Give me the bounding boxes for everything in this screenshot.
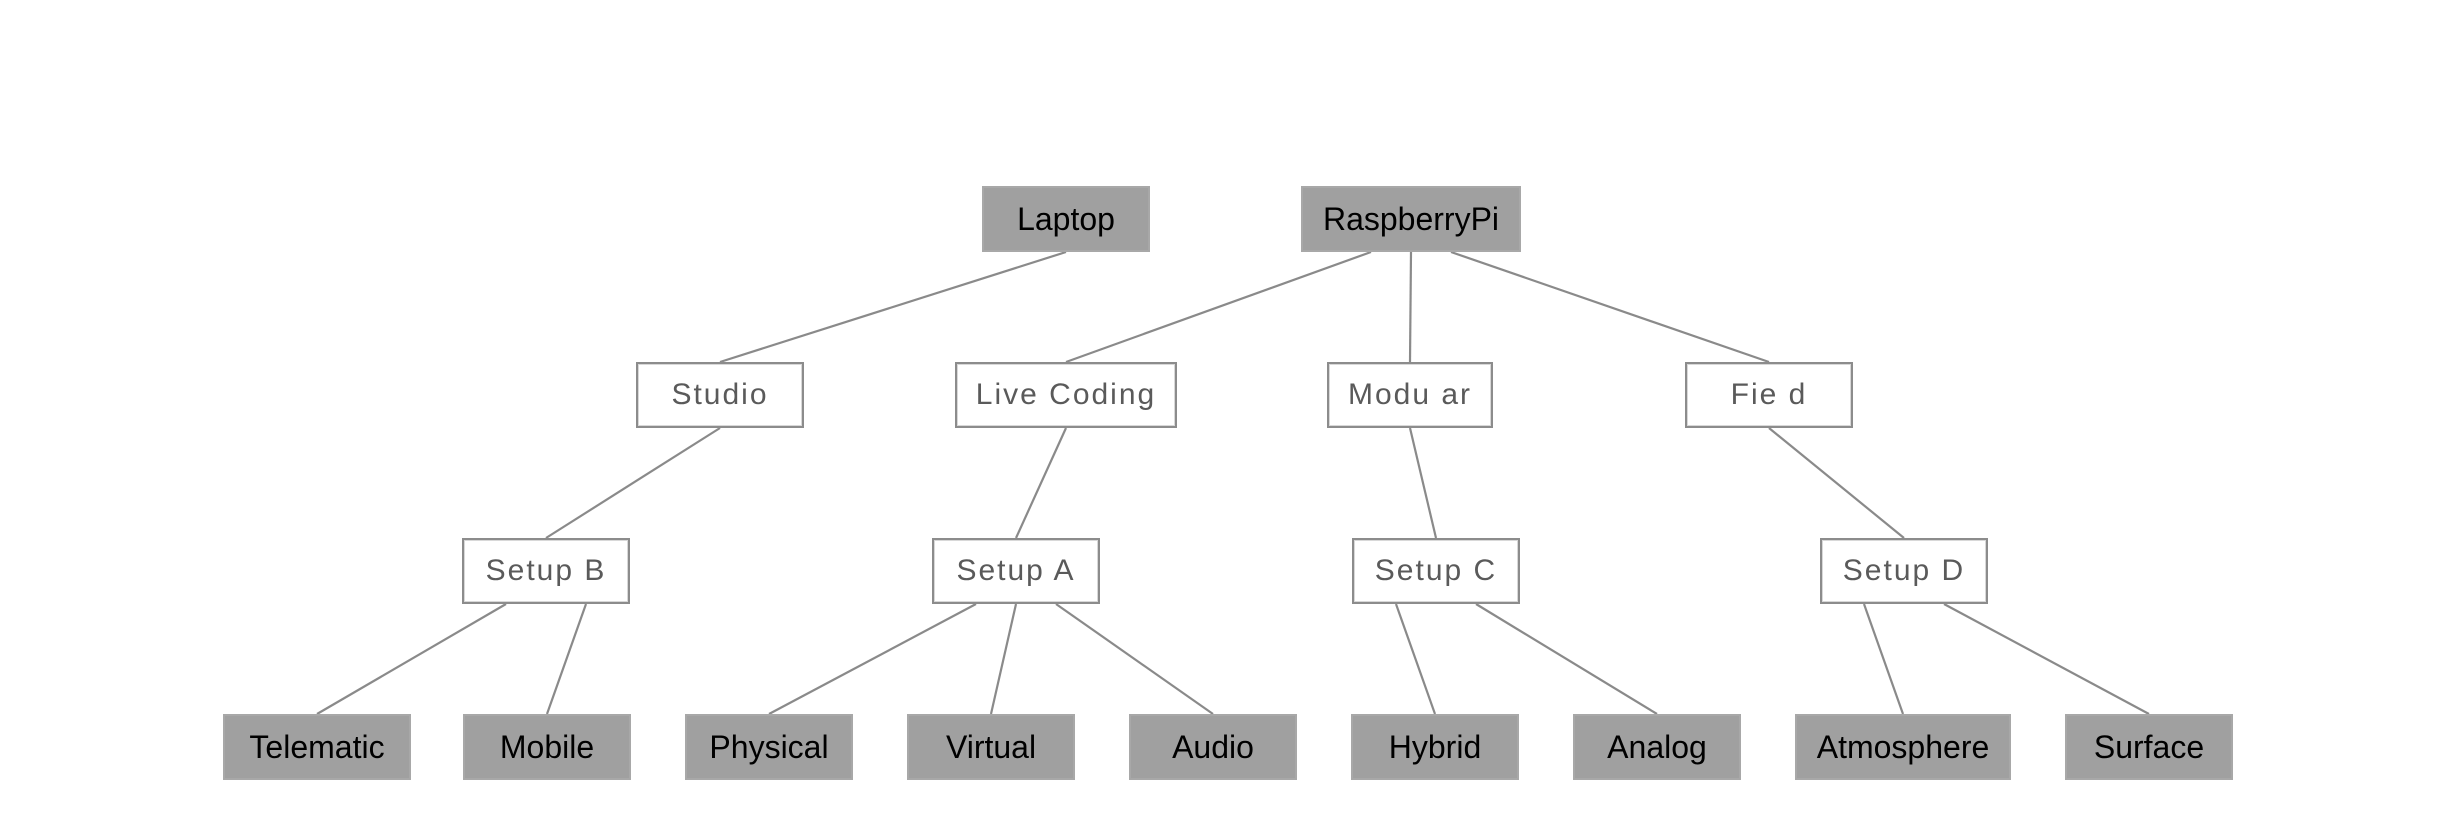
node-setup-d: Setup D [1820, 538, 1988, 604]
node-virtual: Virtual [907, 714, 1075, 780]
node-mobile: Mobile [463, 714, 631, 780]
node-setup-c: Setup C [1352, 538, 1520, 604]
edge-setup_a-to-virtual [989, 603, 1018, 715]
edge-raspberrypi-to-field [1450, 250, 1770, 364]
node-audio: Audio [1129, 714, 1297, 780]
edge-live_coding-to-setup_a [1014, 427, 1068, 539]
edge-field-to-setup_d [1768, 427, 1905, 539]
edge-setup_b-to-telematic [316, 603, 507, 715]
node-hybrid: Hybrid [1351, 714, 1519, 780]
edge-setup_c-to-analog [1475, 603, 1658, 715]
node-laptop: Laptop [982, 186, 1150, 252]
edge-setup_a-to-physical [768, 603, 977, 715]
edge-layer [316, 250, 2150, 715]
node-raspberrypi: RaspberryPi [1301, 186, 1521, 252]
node-physical: Physical [685, 714, 853, 780]
node-telematic: Telematic [223, 714, 411, 780]
node-field: Fie d [1685, 362, 1853, 428]
edge-modular-to-setup_c [1408, 427, 1438, 539]
edge-setup_c-to-hybrid [1394, 603, 1437, 715]
edge-setup_d-to-atmosphere [1862, 603, 1905, 715]
node-surface: Surface [2065, 714, 2233, 780]
node-live-coding: Live Coding [955, 362, 1177, 428]
node-setup-a: Setup A [932, 538, 1100, 604]
edge-raspberrypi-to-modular [1408, 251, 1413, 363]
edge-setup_b-to-mobile [545, 603, 588, 715]
edge-laptop-to-studio [719, 250, 1067, 364]
node-modular: Modu ar [1327, 362, 1493, 428]
edge-setup_d-to-surface [1943, 603, 2150, 715]
edge-raspberrypi-to-live_coding [1065, 250, 1372, 364]
node-setup-b: Setup B [462, 538, 630, 604]
edge-studio-to-setup_b [545, 427, 721, 539]
node-studio: Studio [636, 362, 804, 428]
node-analog: Analog [1573, 714, 1741, 780]
edge-setup_a-to-audio [1055, 603, 1214, 715]
node-atmosphere: Atmosphere [1795, 714, 2011, 780]
